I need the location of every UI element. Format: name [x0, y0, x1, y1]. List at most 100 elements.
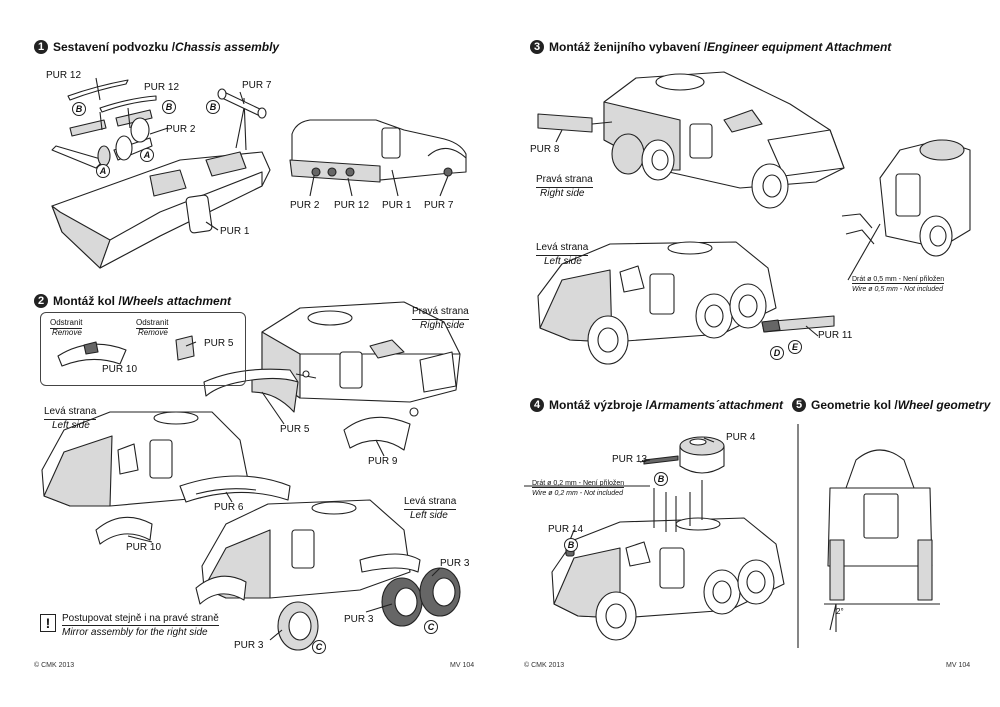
warning-icon: !	[40, 614, 56, 632]
vehicle-left-side-drawing	[41, 411, 291, 507]
remove-label-en: Remove	[138, 328, 168, 337]
badge-c: C	[424, 620, 438, 634]
footer-copyright: © CMK 2013	[524, 662, 565, 669]
pur10-fender	[95, 516, 153, 545]
part-label-pur5: PUR 5	[280, 424, 310, 435]
engineer-vehicle-right-drawing	[537, 71, 845, 209]
right-side-fenders	[203, 368, 419, 451]
section-title-en: Wheel geometry	[897, 398, 991, 412]
engineer-vehicle-detail-drawing	[841, 139, 971, 257]
part-label-pur10: PUR 10	[102, 364, 138, 375]
part-label-pur3: PUR 3	[344, 614, 374, 625]
badge-a: A	[140, 148, 154, 162]
right-page: 3 Montáž ženijního vybavení / Engineer e…	[500, 0, 1000, 707]
section-title-cz: Geometrie kol /	[811, 398, 898, 412]
part-label-pur3: PUR 3	[234, 640, 264, 651]
chassis-axle-parts	[51, 107, 153, 169]
right-side-label-cz: Pravá strana	[412, 306, 469, 320]
left-side-label-en: Left side	[544, 256, 582, 267]
section-title-en: Engineer equipment Attachment	[707, 40, 892, 54]
armament-vehicle-drawing	[551, 517, 785, 641]
footer-code: MV 104	[450, 662, 475, 669]
part-label-pur12: PUR 12	[144, 82, 180, 93]
part-label-pur1: PUR 1	[382, 200, 412, 211]
section-title-en: Chassis assembly	[175, 40, 280, 54]
section-title-cz: Sestavení podvozku /	[53, 40, 176, 54]
left-side-label-cz: Levá strana	[404, 496, 457, 510]
left-page: 1 Sestavení podvozku / Chassis assembly …	[34, 40, 475, 669]
left-leader-lines	[95, 77, 449, 641]
section-number: 3	[530, 40, 544, 54]
section-title-en: Wheels attachment	[121, 294, 232, 308]
badge-e: E	[788, 340, 802, 354]
part-label-pur2: PUR 2	[166, 124, 196, 135]
badge-b: B	[72, 102, 86, 116]
part-label-pur6: PUR 6	[214, 502, 244, 513]
section-1-heading: 1 Sestavení podvozku / Chassis assembly	[34, 40, 279, 54]
right-side-label-en: Right side	[420, 320, 465, 331]
part-label-pur12: PUR 12	[46, 70, 82, 81]
part-label-pur14: PUR 14	[548, 524, 584, 535]
part-label-pur5: PUR 5	[204, 338, 234, 349]
badge-b: B	[654, 472, 668, 486]
part-label-pur7: PUR 7	[424, 200, 454, 211]
remove-label-en: Remove	[52, 328, 82, 337]
left-side-label-cz: Levá strana	[44, 406, 97, 420]
part-label-pur1: PUR 1	[220, 226, 250, 237]
right-leader-lines	[524, 129, 881, 541]
pur3-wheels	[277, 567, 461, 651]
pur13-gun-barrel	[643, 455, 679, 465]
section-number: 4	[530, 398, 544, 412]
section-title-en: Armaments´attachment	[649, 398, 784, 412]
engineer-vehicle-left-drawing	[537, 241, 835, 365]
right-page-illustrations	[524, 71, 971, 648]
badge-d: D	[770, 346, 784, 360]
badge-b: B	[162, 100, 176, 114]
wheel-geometry-drawing	[824, 449, 940, 632]
part-label-pur4: PUR 4	[726, 432, 756, 443]
footer-copyright: © CMK 2013	[34, 662, 75, 669]
left-side-label-cz: Levá strana	[536, 242, 589, 256]
camber-angle-label: 2°	[836, 607, 844, 616]
left-side-label-en: Left side	[410, 510, 448, 521]
section-5-heading: 5 Geometrie kol / Wheel geometry	[792, 398, 990, 412]
badge-c: C	[312, 640, 326, 654]
section-number: 1	[34, 40, 48, 54]
part-label-pur2: PUR 2	[290, 200, 320, 211]
part-label-pur13: PUR 13	[612, 454, 648, 465]
mirror-note-en: Mirror assembly for the right side	[62, 627, 208, 638]
armament-wires	[653, 480, 703, 532]
remove-label-cz: Odstranit	[50, 318, 83, 329]
part-label-pur10: PUR 10	[126, 542, 162, 553]
part-label-pur11: PUR 11	[818, 330, 853, 341]
section-title-cz: Montáž výzbroje /	[549, 398, 650, 412]
remove-parts-box	[40, 312, 246, 386]
remove-label-cz: Odstranit	[136, 318, 169, 329]
footer-code: MV 104	[946, 662, 971, 669]
remove-parts-drawing	[57, 335, 195, 367]
pur4-turret	[679, 436, 725, 474]
left-page-illustrations	[41, 77, 467, 651]
right-side-label-cz: Pravá strana	[536, 174, 593, 188]
part-label-pur8: PUR 8	[530, 144, 560, 155]
section-3-heading: 3 Montáž ženijního vybavení / Engineer e…	[530, 40, 891, 54]
mirror-note-cz: Postupovat stejně i na pravé straně	[62, 613, 219, 626]
section-number: 2	[34, 294, 48, 308]
section-title-cz: Montáž ženijního vybavení /	[549, 40, 708, 54]
section-number: 5	[792, 398, 806, 412]
left-side-label-en: Left side	[52, 420, 90, 431]
right-side-label-en: Right side	[540, 188, 585, 199]
part-label-pur3: PUR 3	[440, 558, 470, 569]
badge-b: B	[206, 100, 220, 114]
assembled-chassis-drawing	[289, 119, 467, 183]
section-4-heading: 4 Montáž výzbroje / Armaments´attachment	[530, 398, 783, 412]
part-label-pur9: PUR 9	[368, 456, 398, 467]
part-label-pur12: PUR 12	[334, 200, 370, 211]
wire-note-02-cz: Drát ø 0,2 mm - Není přiložen	[532, 480, 625, 488]
chassis-body-drawing	[51, 97, 271, 269]
section-2-heading: 2 Montáž kol / Wheels attachment	[34, 294, 231, 308]
wire-note-02-en: Wire ø 0,2 mm - Not included	[532, 490, 623, 497]
section-title-cz: Montáž kol /	[53, 294, 122, 308]
wire-note-05-en: Wire ø 0,5 mm - Not included	[852, 286, 943, 293]
badge-b: B	[564, 538, 578, 552]
